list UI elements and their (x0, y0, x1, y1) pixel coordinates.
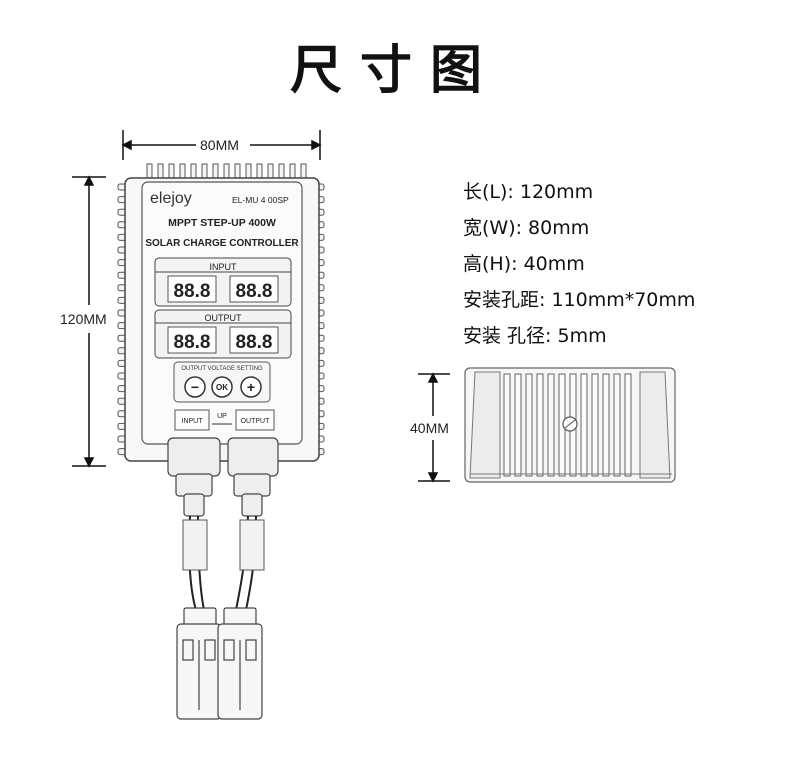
output-current-display: 88.8 (236, 332, 273, 353)
up-label: UP (217, 413, 227, 420)
port-output-label: OUTPUT (241, 418, 271, 425)
input-voltage-display: 88.8 (174, 281, 211, 302)
connectors (176, 607, 263, 720)
length-dimension-label: 120MM (60, 311, 107, 327)
minus-button (184, 376, 206, 398)
ok-button (211, 376, 233, 398)
input-current-display: 88.8 (236, 281, 273, 302)
plus-button (240, 376, 262, 398)
spec-hole-spacing: 安装孔距: 110mm*70mm (463, 289, 696, 311)
minus-button-label: − (191, 379, 199, 395)
model-text: EL-MU 4 00SP (232, 195, 289, 205)
voltage-setting-label: OUTPUT VOLTAGE SETTING (181, 366, 263, 372)
brand-logo: elejoy (150, 190, 192, 207)
output-voltage-display: 88.8 (174, 332, 211, 353)
input-panel-label: INPUT (210, 262, 238, 272)
spec-length: 长(L): 120mm (463, 181, 594, 203)
spec-height: 高(H): 40mm (463, 253, 585, 275)
cable-glands (167, 437, 279, 517)
product-line-1: MPPT STEP-UP 400W (168, 217, 276, 229)
plus-button-label: + (247, 379, 255, 395)
product-line-2: SOLAR CHARGE CONTROLLER (145, 238, 299, 249)
output-panel-label: OUTPUT (205, 313, 243, 323)
spec-list: 长(L): 120mm 宽(W): 80mm 高(H): 40mm 安装孔距: … (463, 176, 695, 356)
spec-width: 宽(W): 80mm (463, 217, 590, 239)
spec-hole-diameter: 安装 孔径: 5mm (463, 325, 607, 347)
height-dimension-label: 40MM (410, 420, 449, 436)
port-input-label: INPUT (182, 418, 204, 425)
page-title: 尺寸图 (289, 41, 500, 101)
ok-button-label: OK (216, 383, 228, 392)
width-dimension-label: 80MM (200, 137, 239, 153)
